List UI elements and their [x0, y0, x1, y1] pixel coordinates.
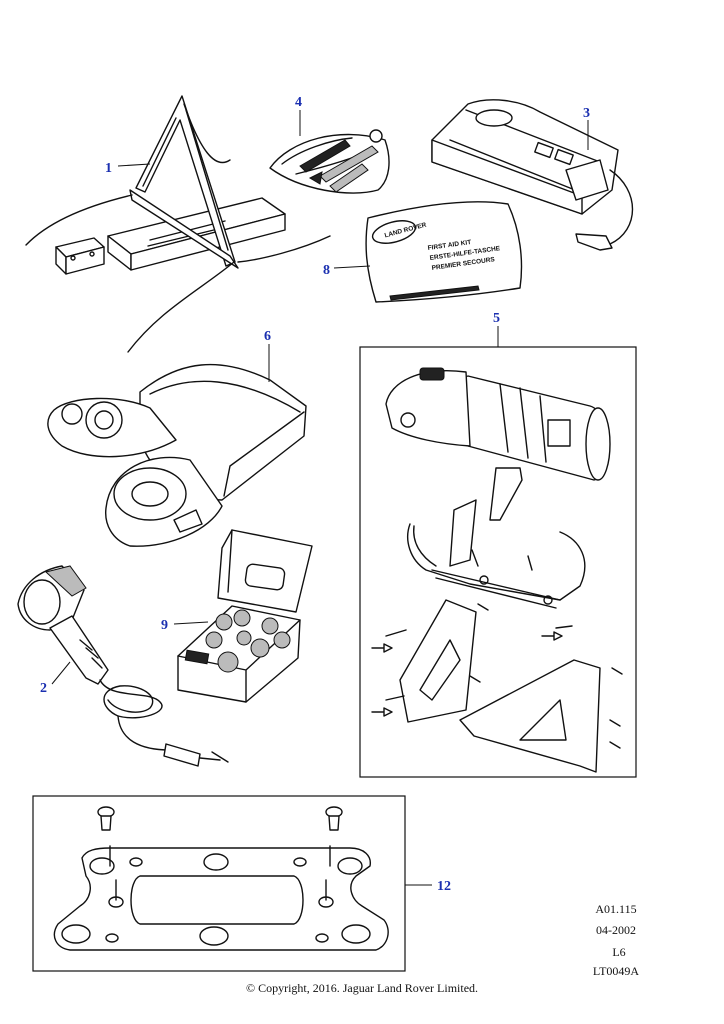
callout-5: 5	[493, 311, 500, 326]
callouts: 1 4 3 8 5 6 9 2 12	[40, 95, 590, 894]
callout-3: 3	[583, 106, 590, 121]
callout-9: 9	[161, 618, 168, 633]
diagram-date: 04-2002	[596, 923, 636, 937]
callout-1: 1	[105, 161, 112, 176]
inspection-lamp-bag-illustration	[47, 363, 307, 547]
mounting-plate-assembly	[32, 795, 406, 972]
foot-pump-illustration	[431, 99, 634, 251]
callout-2: 2	[40, 681, 47, 696]
leader-lines	[51, 110, 589, 886]
callout-6: 6	[264, 329, 271, 344]
diagram-code: LT0049A	[592, 964, 640, 978]
diagram-model: L6	[612, 945, 626, 959]
hand-lamp-illustration	[17, 565, 229, 767]
spare-bulb-kit-illustration	[177, 529, 313, 703]
warning-triangle-illustration	[25, 95, 331, 353]
callout-4: 4	[295, 95, 302, 110]
mounting-plate-frame	[32, 795, 406, 972]
fire-extinguisher-assembly	[359, 346, 637, 778]
copyright-notice: © Copyright, 2016. Jaguar Land Rover Lim…	[245, 981, 479, 995]
callout-8: 8	[323, 263, 330, 278]
first-aid-kit-illustration: LAND ROVER FIRST AID KIT ERSTE-HILFE-TAS…	[365, 201, 523, 303]
callout-12: 12	[437, 879, 451, 894]
diagram-reference: A01.115	[595, 902, 637, 916]
tool-kit-illustration	[269, 129, 390, 194]
